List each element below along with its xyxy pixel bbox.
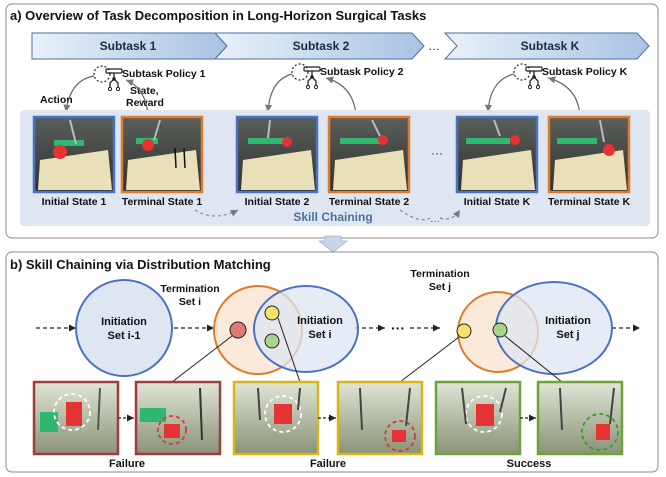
policy-group-1: Subtask Policy 1 xyxy=(93,65,206,92)
subtask-chevron-k xyxy=(443,32,650,60)
outcome-photo-failure-2a xyxy=(232,380,320,456)
outcome-photo-failure-2b xyxy=(336,380,424,456)
chaining-arrows xyxy=(194,209,461,221)
state-labels: Initial State 1 Terminal State 1 Initial… xyxy=(42,196,631,208)
state-photo-terminal-1 xyxy=(120,115,204,194)
failure-state-marker-red xyxy=(229,321,247,339)
outcome-photo-success-b xyxy=(536,380,624,456)
initiation-i-label-2: Set i xyxy=(308,329,331,341)
failure-state-marker-yellow xyxy=(264,305,280,321)
subtask-label-1: Subtask 1 xyxy=(100,39,157,53)
robot-arm-icon xyxy=(513,63,543,90)
policy-label-2: Subtask Policy 2 xyxy=(320,66,404,78)
panel-b-title: b) Skill Chaining via Distribution Match… xyxy=(10,257,271,272)
state-label-terminal-2: Terminal State 2 xyxy=(329,196,409,208)
state-photos xyxy=(32,115,631,194)
state-label-terminal-k: Terminal State K xyxy=(548,196,630,208)
policy-group-2: Subtask Policy 2 xyxy=(291,63,404,90)
panel-a-title: a) Overview of Task Decomposition in Lon… xyxy=(10,8,426,23)
subtask-ellipsis: … xyxy=(428,39,440,53)
termination-i-label-2: Set i xyxy=(179,296,201,308)
outcome-label-success: Success xyxy=(507,458,552,470)
j-marker-green xyxy=(492,322,508,338)
policy-label-k: Subtask Policy K xyxy=(542,66,628,78)
subtask-bar: Subtask 1 Subtask 2 … Subtask K xyxy=(31,32,650,60)
initiation-j-label-1: Initiation xyxy=(545,315,591,327)
chain-ellipsis: … xyxy=(430,214,440,225)
state-photo-terminal-2 xyxy=(327,115,411,194)
reward-label: Reward xyxy=(126,97,164,109)
initiation-j-label-2: Set j xyxy=(556,329,579,341)
outcome-photos xyxy=(32,380,624,456)
state-label-terminal-1: Terminal State 1 xyxy=(122,196,202,208)
policy-group-k: Subtask Policy K xyxy=(513,63,628,90)
subtask-chevron-2 xyxy=(213,32,425,60)
termination-i-label-1: Termination xyxy=(160,283,219,295)
panel-connector-arrow xyxy=(317,235,349,253)
policy-label-1: Subtask Policy 1 xyxy=(122,68,206,80)
initiation-set-prev xyxy=(75,279,173,377)
marker-leader-lines xyxy=(171,317,563,383)
robot-arm-icon xyxy=(291,63,321,90)
state-photo-initial-1 xyxy=(32,115,116,194)
state-photo-initial-k xyxy=(455,115,539,194)
outcome-photo-success-a xyxy=(434,380,522,456)
outcome-label-failure-1: Failure xyxy=(109,458,145,470)
robot-arm-icon xyxy=(93,65,123,92)
outcome-photo-failure-1a xyxy=(32,380,120,456)
initiation-prev-label-1: Initiation xyxy=(101,316,147,328)
state-label: State, xyxy=(130,85,159,97)
initiation-set-i xyxy=(253,285,359,373)
initiation-prev-label-2: Set i-1 xyxy=(107,330,140,342)
subtask-label-k: Subtask K xyxy=(521,39,580,53)
state-photo-initial-2 xyxy=(235,115,319,194)
termination-j-label-2: Set j xyxy=(429,281,451,293)
state-label-initial-1: Initial State 1 xyxy=(42,196,107,208)
initiation-i-label-1: Initiation xyxy=(297,315,343,327)
flow-dots: ··· xyxy=(391,320,405,336)
state-label-initial-2: Initial State 2 xyxy=(245,196,310,208)
success-state-marker-green xyxy=(264,333,280,349)
termination-j-label-1: Termination xyxy=(410,268,469,280)
photo-ellipsis: ··· xyxy=(431,146,443,160)
j-marker-yellow xyxy=(456,323,472,339)
skill-chaining-label: Skill Chaining xyxy=(293,210,372,224)
outcome-photo-failure-1b xyxy=(134,380,222,456)
outcome-label-failure-2: Failure xyxy=(310,458,346,470)
state-label-initial-k: Initial State K xyxy=(464,196,531,208)
action-label: Action xyxy=(40,94,73,106)
subtask-label-2: Subtask 2 xyxy=(293,39,350,53)
state-photo-terminal-k xyxy=(547,115,631,194)
initiation-set-j xyxy=(495,281,613,375)
